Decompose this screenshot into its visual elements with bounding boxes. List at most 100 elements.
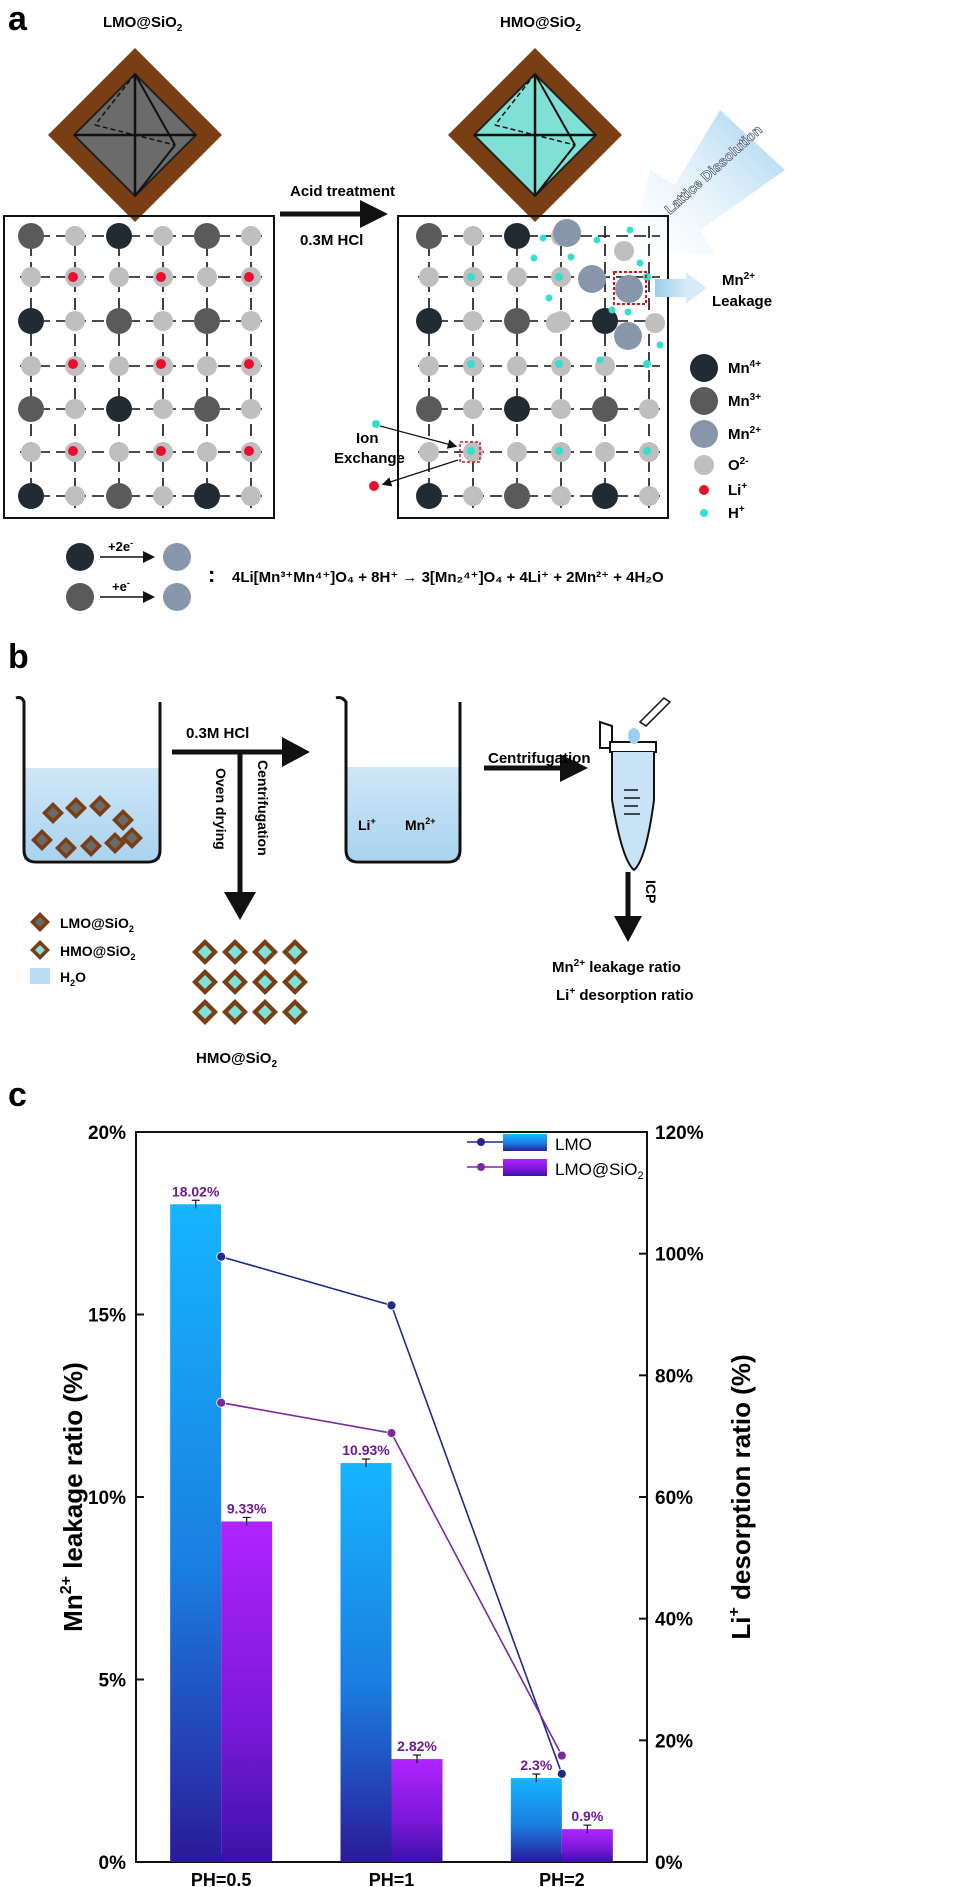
svg-text:Li+: Li+ [728,481,747,499]
mn-ion [106,308,132,334]
bar-value-label: 10.93% [342,1442,390,1458]
oxygen-ion [153,399,173,419]
icp-label: ICP [643,880,659,903]
oxygen-ion [419,442,439,462]
proton [555,360,563,368]
oxygen-ion [153,486,173,506]
y-left-tick-label: 10% [88,1488,126,1509]
oxygen-ion [65,399,85,419]
mn-ion [106,223,132,249]
centrifugation-arrow [484,754,588,782]
lithium-ion [156,272,166,282]
oxygen-ion [507,356,527,376]
y-left-tick-label: 20% [88,1123,126,1144]
x-tick-label: PH=1 [369,1870,415,1887]
hmo-lattice [416,219,665,509]
centrifuge-tube [599,697,672,872]
oxygen-ion [109,267,129,287]
mn2-ion [553,219,581,247]
legend-lmo-sio2-label: LMO@SiO2 [555,1160,644,1182]
lithium-ion [68,446,78,456]
mn-ion [504,483,530,509]
proton [467,273,475,281]
mn-ion [194,396,220,422]
oxygen-ion [241,399,261,419]
oxygen-ion [109,442,129,462]
svg-text:H+: H+ [728,504,745,522]
proton [643,447,651,455]
icp-arrow [614,872,642,942]
li-ion-label: Li+ [358,816,376,833]
oxygen-ion [21,267,41,287]
lmo-lattice-frame [3,215,275,519]
mn-ion [416,223,442,249]
centrifugation-vertical: Centrifugation [255,760,271,856]
mn-ion [416,308,442,334]
bar-lmo-sio2 [561,1829,613,1862]
mn-ion [18,223,44,249]
oxygen-ion [65,226,85,246]
leakage-desorption-chart: 0%5%10%15%20%0%20%40%60%80%100%120%PH=0.… [58,1123,756,1887]
svg-text:O2-: O2- [728,456,749,474]
mn-ion [504,223,530,249]
bar-lmo-sio2 [391,1759,443,1862]
oxygen-ion [551,399,571,419]
svg-text:Mn4+: Mn4+ [728,359,761,377]
oxygen-ion [65,486,85,506]
hmo-octahedron [448,48,622,222]
y-right-tick-label: 120% [655,1123,704,1144]
oxygen-ion [463,399,483,419]
oxygen-ion [419,267,439,287]
mn-ion [504,396,530,422]
mn2-ion [615,275,643,303]
y-right-tick-label: 60% [655,1488,693,1509]
y-left-label: Mn2+ leakage ratio (%) [58,1362,88,1632]
equation-colon: : [208,562,215,587]
legend-water: H2O [60,969,86,988]
oxygen-ion [463,486,483,506]
bar-value-label: 2.82% [397,1738,437,1754]
line-point [386,1428,397,1439]
reduction-scheme [66,543,191,611]
bar-lmo-sio2 [221,1521,273,1862]
panel-a-letter: a [8,0,28,38]
oxygen-ion [21,356,41,376]
legend-lmo-sio2: LMO@SiO2 [60,915,134,934]
mn-leakage-label: Mn2+ [722,271,755,289]
x-tick-label: PH=2 [539,1870,585,1887]
panel-c-letter: c [8,1076,27,1114]
y-right-tick-label: 0% [655,1853,683,1874]
oxygen-ion [109,356,129,376]
lithium-ion [68,272,78,282]
mn2-ion [614,322,642,350]
x-tick-label: PH=0.5 [191,1870,252,1887]
bar-value-label: 0.9% [571,1808,603,1824]
mn2-ion [578,265,606,293]
material-legend [30,912,50,984]
oxygen-ion [153,311,173,331]
oxygen-ion [639,486,659,506]
mn-ion [416,396,442,422]
y-right-tick-label: 100% [655,1245,704,1266]
oxygen-ion [241,311,261,331]
oxygen-ion [21,442,41,462]
panel-b-letter: b [8,638,29,676]
oxygen-ion [463,226,483,246]
mn-ion [592,396,618,422]
svg-text:Mn3+: Mn3+ [728,392,761,410]
bar-value-label: 9.33% [227,1500,267,1516]
legend-lmo-label: LMO [555,1135,592,1154]
svg-text:Mn2+: Mn2+ [728,425,761,443]
mn-ion [18,396,44,422]
bar-value-label: 2.3% [520,1757,552,1773]
bar-lmo [510,1778,562,1862]
li-desorption-ratio-label: Li+ desorption ratio [556,986,694,1004]
lmo-lattice [18,223,262,509]
ion-exchange-label-2: Exchange [334,450,405,467]
y-right-label: Li+ desorption ratio (%) [726,1354,756,1639]
line-point [216,1251,227,1262]
mn-leakage-ratio-label: Mn2+ leakage ratio [552,958,681,976]
acid-treatment-label: Acid treatment [290,183,395,200]
mn-ion-label: Mn2+ [405,816,435,833]
hmo-product-label: HMO@SiO2 [196,1050,277,1070]
